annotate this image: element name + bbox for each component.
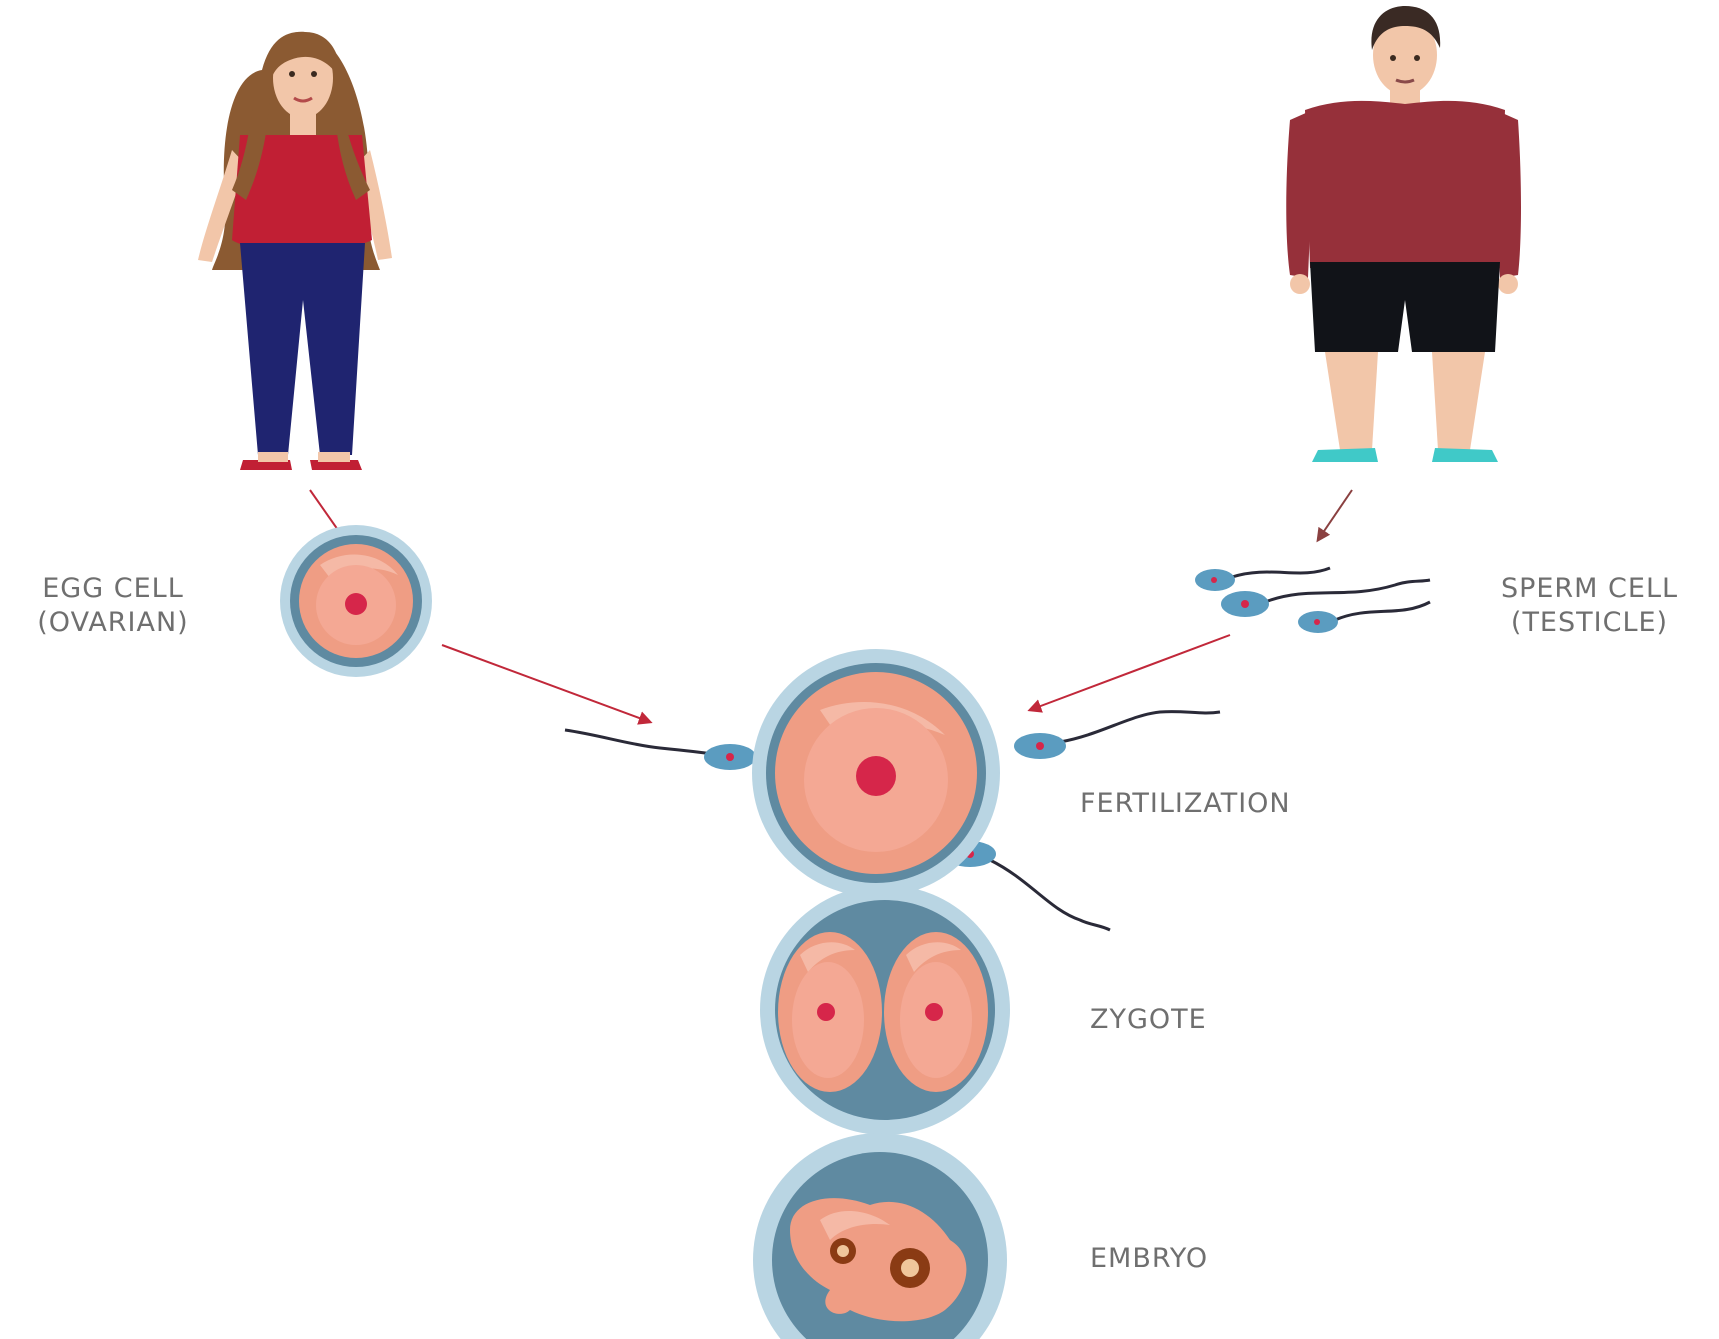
zygote-cell: [760, 885, 1010, 1135]
fertilization-label: FERTILIZATION: [1080, 787, 1291, 821]
arrow-man-to-sperm: [1318, 490, 1352, 540]
egg-cell: [280, 525, 432, 677]
sperm-3: [1298, 602, 1430, 633]
sperm-1: [1195, 568, 1330, 591]
sperm-cell-label-line1: SPERM CELL: [1472, 572, 1707, 606]
egg-cell-label-line1: EGG CELL: [0, 572, 226, 606]
embryo-cell: [753, 1133, 1007, 1339]
zygote-label: ZYGOTE: [1090, 1003, 1207, 1037]
man-figure: [1286, 6, 1521, 462]
egg-cell-label: EGG CELL (OVARIAN): [0, 572, 226, 640]
embryo-label: EMBRYO: [1090, 1242, 1208, 1276]
sperm-cells: [1195, 568, 1430, 633]
arrow-sperm-to-fertilization: [1030, 635, 1230, 710]
sperm-cell-label: SPERM CELL (TESTICLE): [1472, 572, 1707, 640]
sperm-cell-label-line2: (TESTICLE): [1472, 606, 1707, 640]
woman-figure: [198, 32, 392, 470]
egg-cell-label-line2: (OVARIAN): [0, 606, 226, 640]
arrow-egg-to-fertilization: [442, 645, 650, 722]
